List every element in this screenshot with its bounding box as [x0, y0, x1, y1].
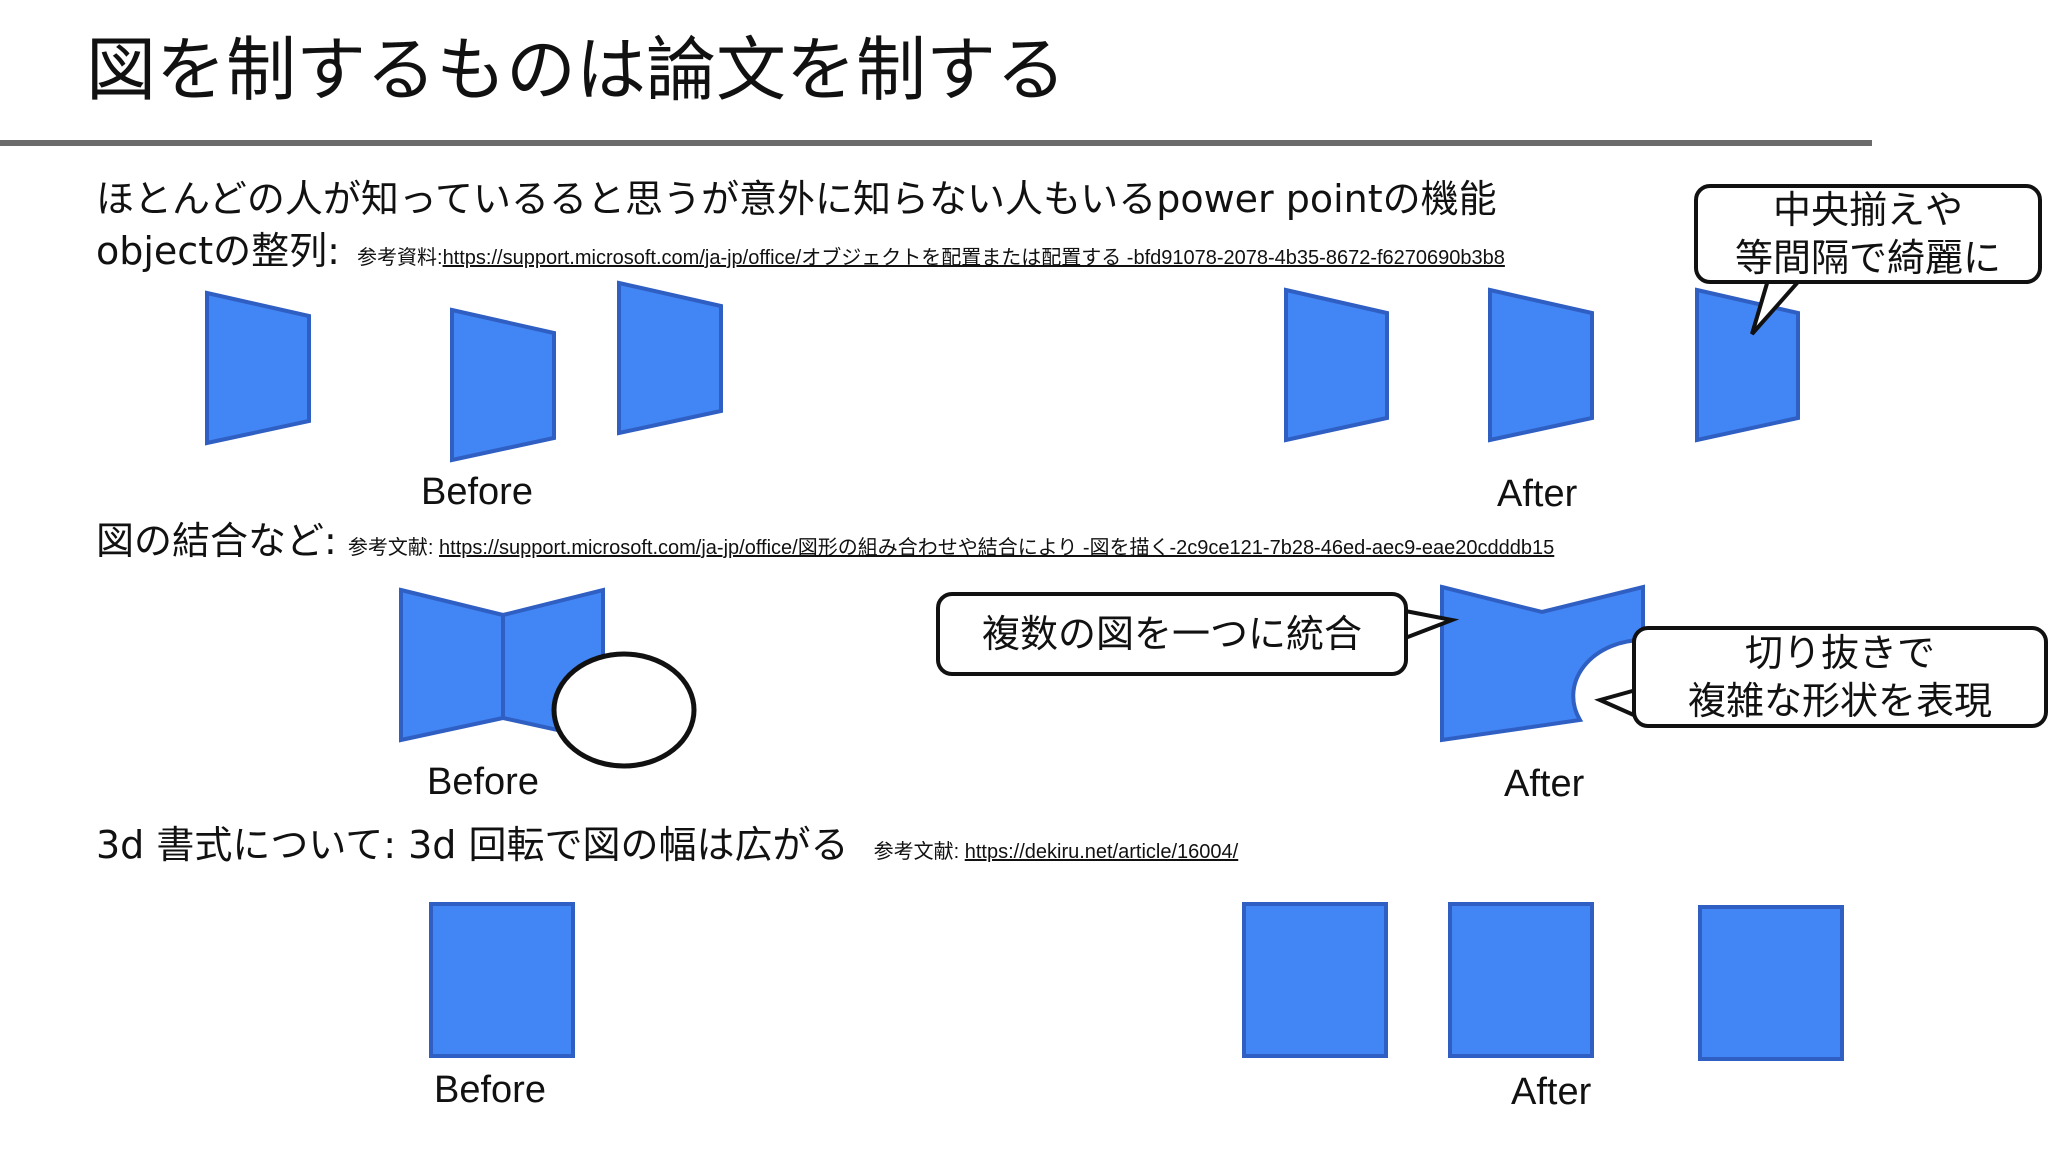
section-1-header: objectの整列: 参考資料:https://support.microsof… [96, 228, 1505, 274]
section-2-ref: 参考文献: https://support.microsoft.com/ja-j… [348, 537, 1554, 559]
square-shape [1448, 902, 1594, 1058]
trapezoid-shape [1284, 287, 1389, 443]
section-1-ref-link[interactable]: https://support.microsoft.com/ja-jp/offi… [442, 247, 1505, 269]
section-2-after-label: After [1504, 763, 1585, 805]
align-callout-line-2: 等間隔で綺麗に [1734, 236, 2001, 280]
square-shape [429, 902, 575, 1058]
trapezoid-shape [617, 280, 723, 436]
section-3-after-label: After [1511, 1071, 1592, 1113]
section-3-heading: 3d 書式について: 3d 回転で図の幅は広がる [96, 823, 849, 867]
section-3-ref-label: 参考文献: [873, 841, 960, 863]
section-1-after-label: After [1497, 473, 1578, 515]
section-2-header: 図の結合など: 参考文献: https://support.microsoft.… [96, 518, 1554, 564]
section-3-ref: 参考文献: https://dekiru.net/article/16004/ [874, 841, 1239, 863]
section-3-ref-link[interactable]: https://dekiru.net/article/16004/ [964, 841, 1239, 863]
cutout-callout: 切り抜きで 複雑な形状を表現 [1632, 626, 2048, 728]
section-1-before-label: Before [421, 471, 533, 513]
square-shape [1242, 902, 1388, 1058]
merged-shape [1440, 584, 1645, 743]
trapezoid-shape [1488, 287, 1594, 443]
align-callout-line-1: 中央揃えや [1772, 188, 1963, 232]
trapezoid-shape [450, 307, 556, 463]
merge-callout-text: 複数の図を一つに統合 [981, 612, 1362, 656]
section-3-before-label: Before [434, 1069, 546, 1111]
section-1-ref: 参考資料:https://support.microsoft.com/ja-jp… [357, 247, 1505, 269]
slide-title: 図を制するものは論文を制する [86, 29, 1066, 111]
circle-shape [551, 651, 697, 769]
section-2-ref-link[interactable]: https://support.microsoft.com/ja-jp/offi… [439, 537, 1555, 559]
square-shape [1698, 905, 1844, 1061]
section-2-ref-label: 参考文献: [347, 537, 434, 559]
section-3-header: 3d 書式について: 3d 回転で図の幅は広がる 参考文献: https://d… [96, 822, 1238, 868]
merge-callout: 複数の図を一つに統合 [936, 592, 1408, 676]
align-callout: 中央揃えや 等間隔で綺麗に [1694, 184, 2042, 284]
section-1-ref-label: 参考資料: [357, 247, 443, 269]
section-1-heading: objectの整列: [96, 229, 340, 273]
trapezoid-shape [205, 290, 311, 446]
trapezoid-shape [1695, 287, 1800, 443]
intro-text: ほとんどの人が知っているると思うが意外に知らない人もいるpower pointの… [96, 177, 1497, 221]
section-2-before-label: Before [427, 761, 539, 803]
callout-tail [1594, 687, 1638, 720]
cutout-callout-line-2: 複雑な形状を表現 [1687, 679, 1992, 723]
trapezoid-shape [399, 587, 505, 743]
title-divider [0, 140, 1872, 146]
section-2-heading: 図の結合など: [96, 519, 337, 563]
cutout-callout-line-1: 切り抜きで [1744, 631, 1935, 675]
